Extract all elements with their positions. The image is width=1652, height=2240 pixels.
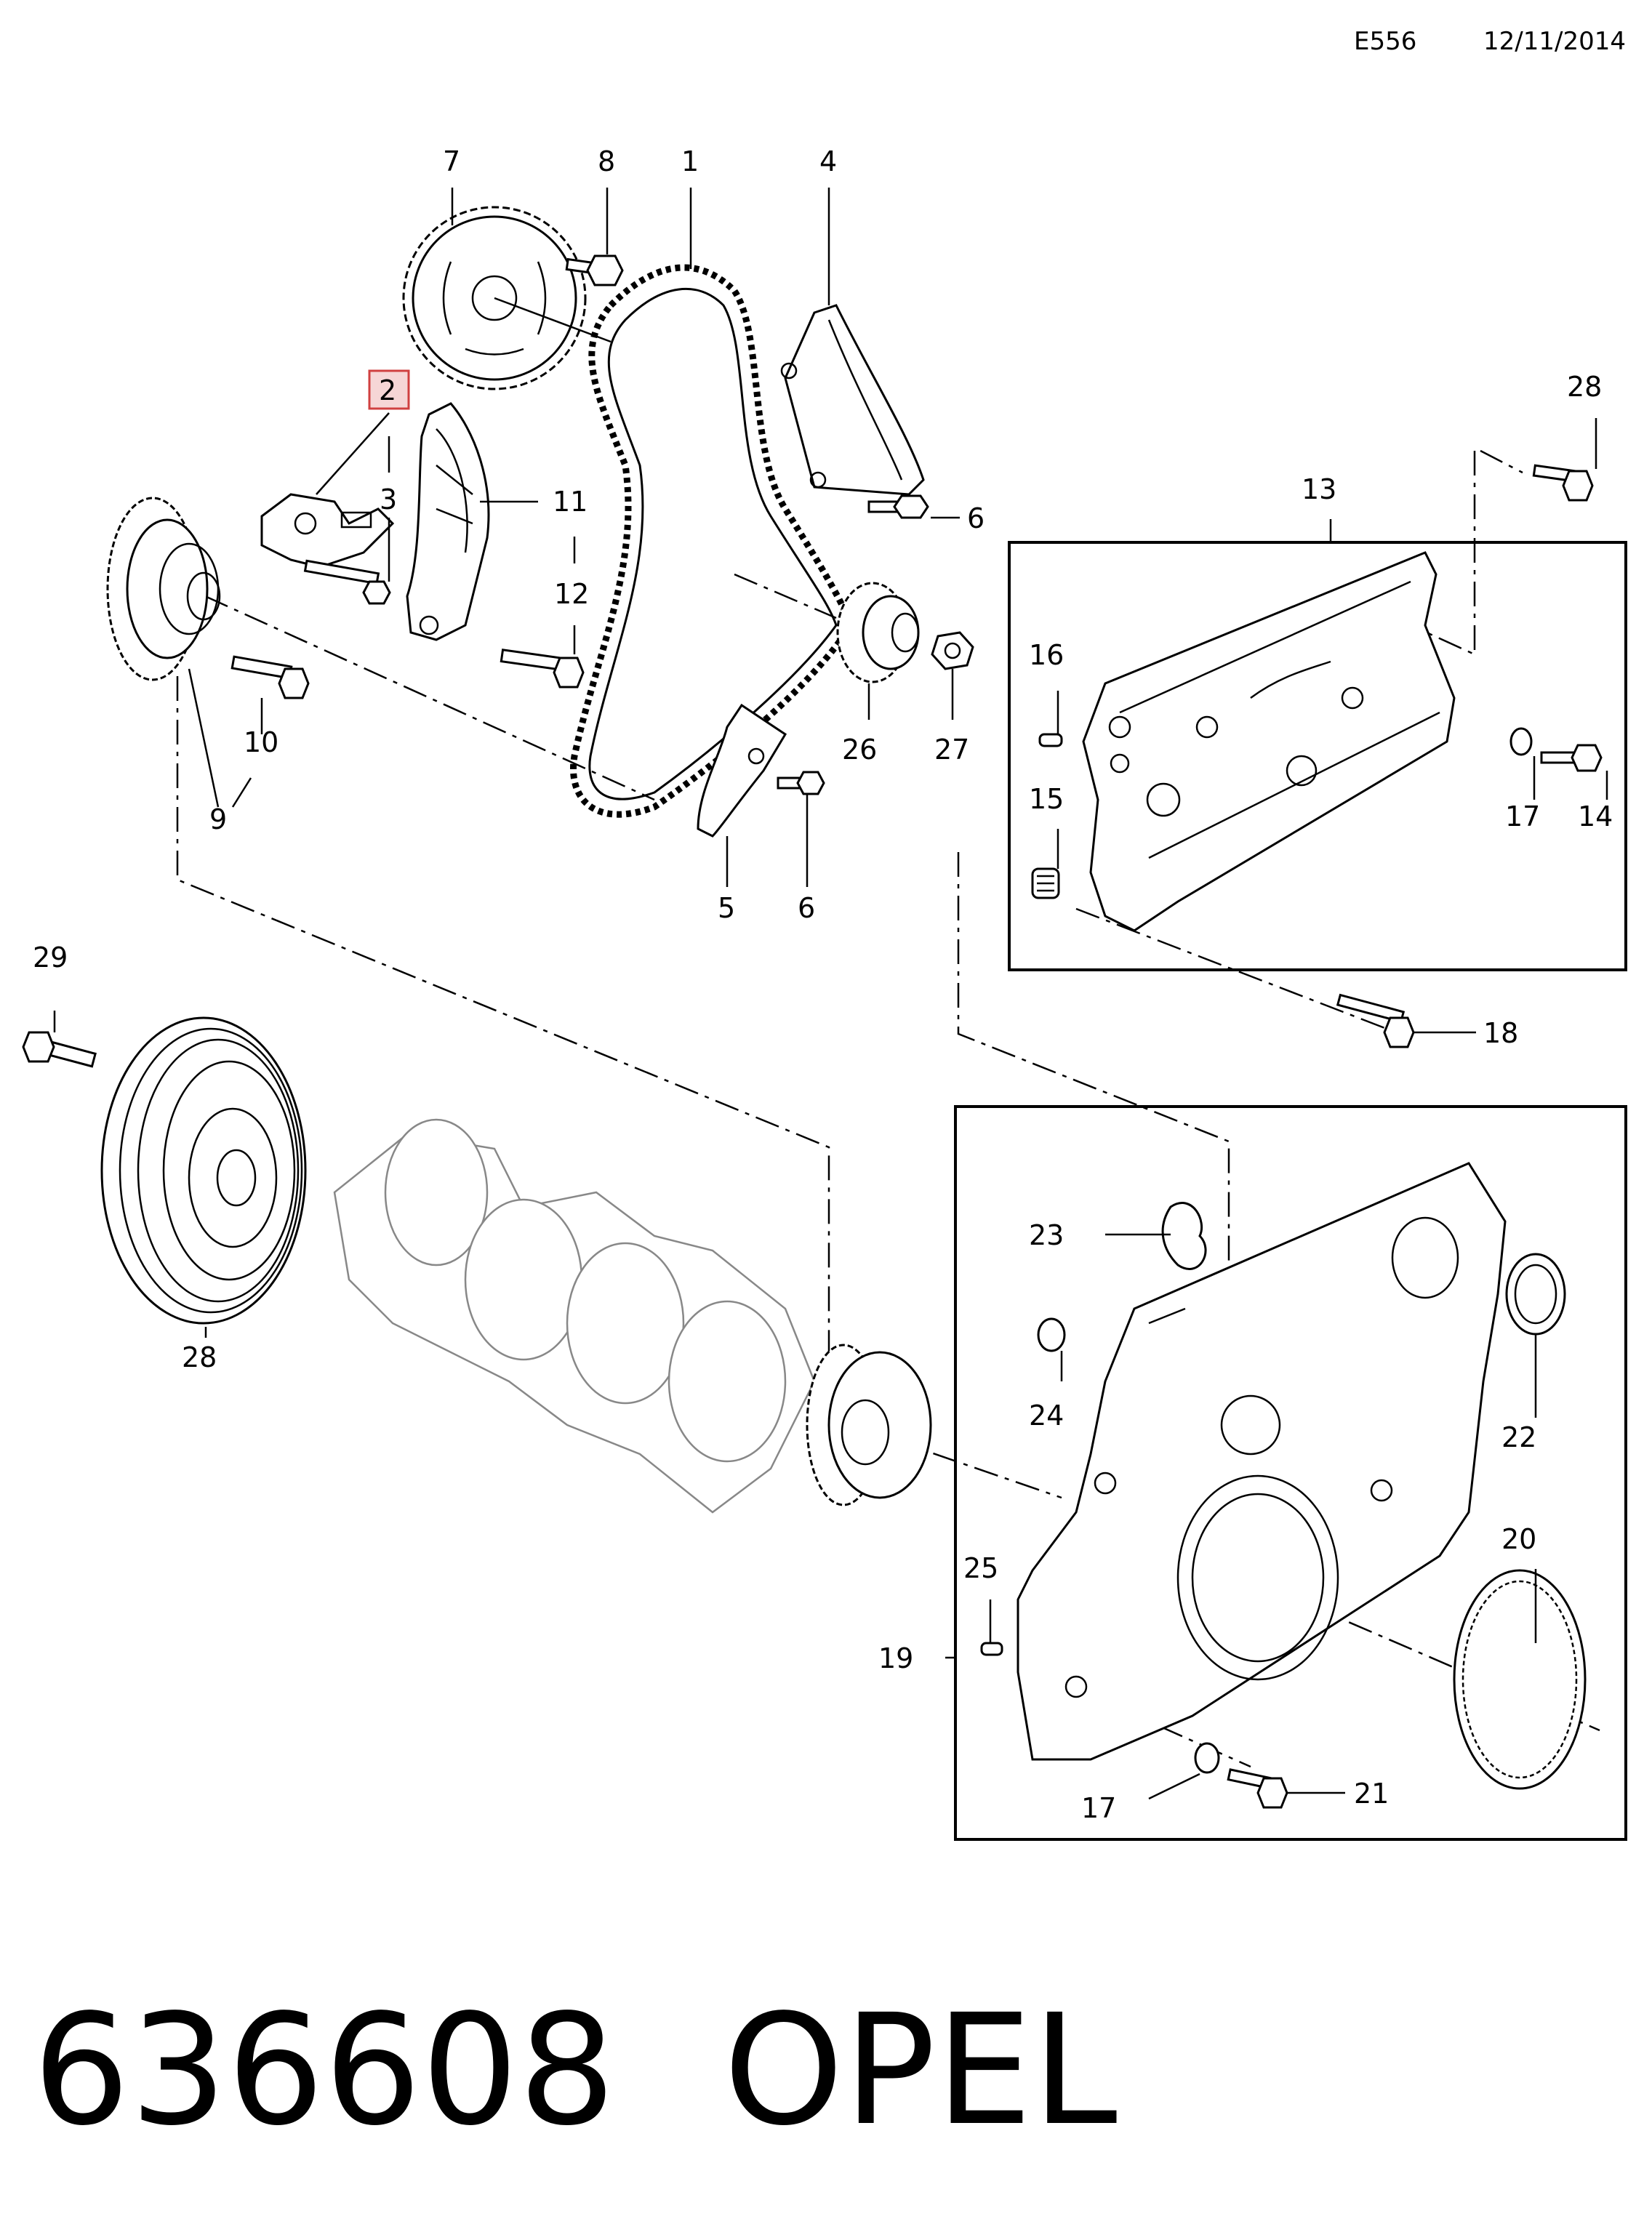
part-number: 636608 [33, 1981, 616, 2159]
seal-24 [1037, 1317, 1066, 1352]
callout-18: 18 [1483, 1017, 1518, 1049]
callout-15: 15 [1029, 783, 1064, 815]
callout-25: 25 [963, 1552, 998, 1584]
bolt-21 [1227, 1768, 1288, 1809]
callout-10: 10 [244, 726, 278, 758]
callout-5: 5 [718, 892, 735, 924]
crankshaft [333, 1118, 932, 1514]
callout-12: 12 [554, 578, 589, 610]
callout-14: 14 [1578, 800, 1613, 832]
bolt-14 [1540, 744, 1603, 772]
spring-15 [1031, 867, 1060, 899]
lower-timing-cover [1017, 1162, 1507, 1761]
bolt-8 [565, 254, 624, 286]
callout-3: 3 [380, 483, 397, 515]
bolt-6-upper [867, 494, 929, 519]
callout-6-lower: 6 [798, 892, 815, 924]
callout-28-upper: 28 [1567, 371, 1602, 403]
bolt-6-lower [777, 771, 825, 795]
callout-4: 4 [819, 145, 837, 177]
callout-20: 20 [1501, 1523, 1536, 1555]
guide-rail-5 [697, 703, 787, 838]
upper-timing-cover [1082, 551, 1456, 932]
guide-rail-4 [780, 304, 925, 496]
upper-cover-frame [1008, 541, 1627, 971]
callout-9: 9 [209, 803, 227, 835]
callout-22: 22 [1501, 1421, 1536, 1453]
cam-phaser [106, 497, 221, 681]
callout-2: 2 [379, 374, 396, 406]
crankshaft-pulley [100, 1016, 307, 1325]
bolt-12 [500, 649, 585, 689]
highlight-box [368, 369, 410, 410]
callout-16: 16 [1029, 639, 1064, 671]
lower-cover-frame [954, 1105, 1627, 1841]
diagram-date: 12/11/2014 [1483, 27, 1626, 56]
callout-13: 13 [1302, 473, 1336, 505]
washer-17-lower [1194, 1742, 1220, 1774]
bolt-3 [303, 559, 391, 605]
callout-7: 7 [443, 145, 460, 177]
chain-tensioner [260, 493, 395, 569]
gasket-23 [1161, 1202, 1207, 1270]
diagram-code: E556 [1354, 27, 1416, 56]
callout-28-lower: 28 [182, 1341, 217, 1373]
callout-19: 19 [878, 1642, 913, 1674]
dowel-16 [1038, 733, 1063, 747]
callout-17-lower: 17 [1081, 1792, 1116, 1824]
tensioner-rail-11 [406, 402, 490, 641]
nut-27 [931, 631, 974, 670]
callout-27: 27 [934, 734, 969, 766]
callout-1: 1 [681, 145, 699, 177]
callout-24: 24 [1029, 1400, 1064, 1432]
seal-20 [1453, 1569, 1587, 1790]
bolt-10 [230, 655, 310, 699]
callout-23: 23 [1029, 1219, 1064, 1251]
callout-11: 11 [553, 486, 588, 518]
bolt-18 [1336, 993, 1415, 1048]
callout-labels: 7 8 1 4 6 2 3 11 12 10 9 5 6 26 27 13 16… [33, 145, 1613, 1824]
crank-sprocket-26 [836, 582, 920, 683]
washer-17-upper [1509, 727, 1533, 756]
callout-8: 8 [598, 145, 615, 177]
camshaft-sprocket [402, 206, 612, 390]
callout-17-upper: 17 [1505, 800, 1540, 832]
dowel-25 [980, 1642, 1003, 1656]
callout-6-upper: 6 [967, 502, 985, 534]
brand-name: OPEL [723, 1981, 1118, 2159]
callout-26: 26 [842, 734, 877, 766]
leader-lines [53, 188, 1608, 1800]
seal-22 [1505, 1253, 1566, 1336]
callout-29: 29 [33, 942, 68, 974]
bolt-28-upper [1532, 464, 1594, 502]
bolt-29 [22, 1031, 97, 1068]
callout-21: 21 [1354, 1778, 1389, 1810]
